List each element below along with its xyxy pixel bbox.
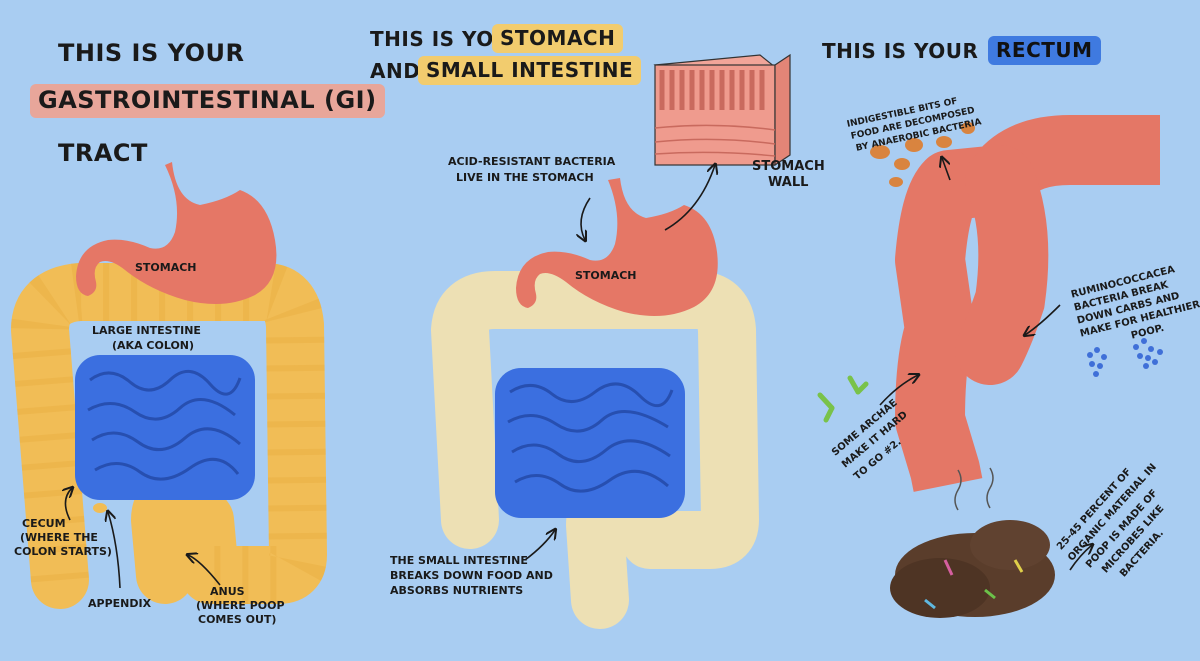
small-intestine-shape-2: [495, 368, 685, 518]
anus-arrow: [188, 555, 221, 586]
small-intestine-shape: [75, 355, 255, 500]
small-intestine-arrow: [524, 530, 555, 561]
anus-desc-2: COMES OUT): [198, 613, 277, 626]
bacteria-arrow: [581, 197, 591, 240]
panel2-title-stomach: STOMACH: [492, 24, 624, 53]
panel3-title-prefix: THIS IS YOUR: [822, 39, 979, 63]
rumino-arrow: [1025, 304, 1061, 335]
stomach-label-2: STOMACH: [575, 269, 637, 282]
panel2-title-small-intestine: SMALL INTESTINE: [418, 56, 642, 85]
appendix-label: APPENDIX: [88, 597, 152, 610]
stomach-wall-block: [653, 53, 791, 167]
bacteria-label-1: ACID-RESISTANT BACTERIA: [448, 155, 616, 168]
cecum-label: CECUM: [22, 517, 66, 530]
stomach-wall-arrow: [664, 165, 715, 231]
panel3-title-rectum: RECTUM: [988, 36, 1101, 65]
large-intestine-label: LARGE INTESTINE: [92, 324, 201, 337]
panel1-title-highlight: GASTROINTESTINAL (GI): [30, 84, 385, 118]
anus-desc-1: (WHERE POOP: [196, 599, 285, 612]
small-intestine-label-3: ABSORBS NUTRIENTS: [390, 584, 524, 597]
small-intestine-label-2: BREAKS DOWN FOOD AND: [390, 569, 553, 582]
large-intestine-aka-label: (AKA COLON): [112, 339, 195, 352]
stomach-shape-1: [76, 162, 277, 304]
smell-line-1: [954, 469, 962, 511]
stomach-label-1: STOMACH: [135, 261, 197, 274]
cecum-desc-1: (WHERE THE: [20, 531, 98, 544]
archae-arrow: [879, 375, 918, 406]
small-intestine-label-1: THE SMALL INTESTINE: [390, 554, 528, 567]
panel1-title-line1: THIS IS YOUR: [58, 39, 245, 67]
food-bits-arrow: [942, 158, 951, 181]
poop-shape: [890, 520, 1055, 618]
stomach-wall-label-1: STOMACH: [752, 159, 825, 174]
food-bits: [870, 122, 975, 187]
smell-line-2: [986, 467, 994, 509]
large-intestine-shape: [11, 263, 327, 609]
panel1-title-line3: TRACT: [58, 139, 148, 167]
panel2-title-and: AND: [370, 59, 421, 83]
rectum-shape: [895, 115, 1160, 505]
cecum-desc-2: COLON STARTS): [14, 545, 112, 558]
stomach-shape-2: [516, 178, 718, 316]
anus-label: ANUS: [210, 585, 245, 598]
stomach-wall-label-2: WALL: [768, 175, 809, 190]
archae: [817, 375, 869, 423]
bacteria-label-2: LIVE IN THE STOMACH: [456, 171, 594, 184]
poop-arrow: [1069, 545, 1092, 571]
appendix-arrow: [108, 512, 121, 589]
cecum-arrow: [65, 488, 72, 521]
ruminococcacea-bacteria: [1087, 338, 1163, 377]
panel2-title-prefix: THIS IS YOUR: [370, 27, 527, 51]
appendix-shape: [93, 503, 107, 513]
